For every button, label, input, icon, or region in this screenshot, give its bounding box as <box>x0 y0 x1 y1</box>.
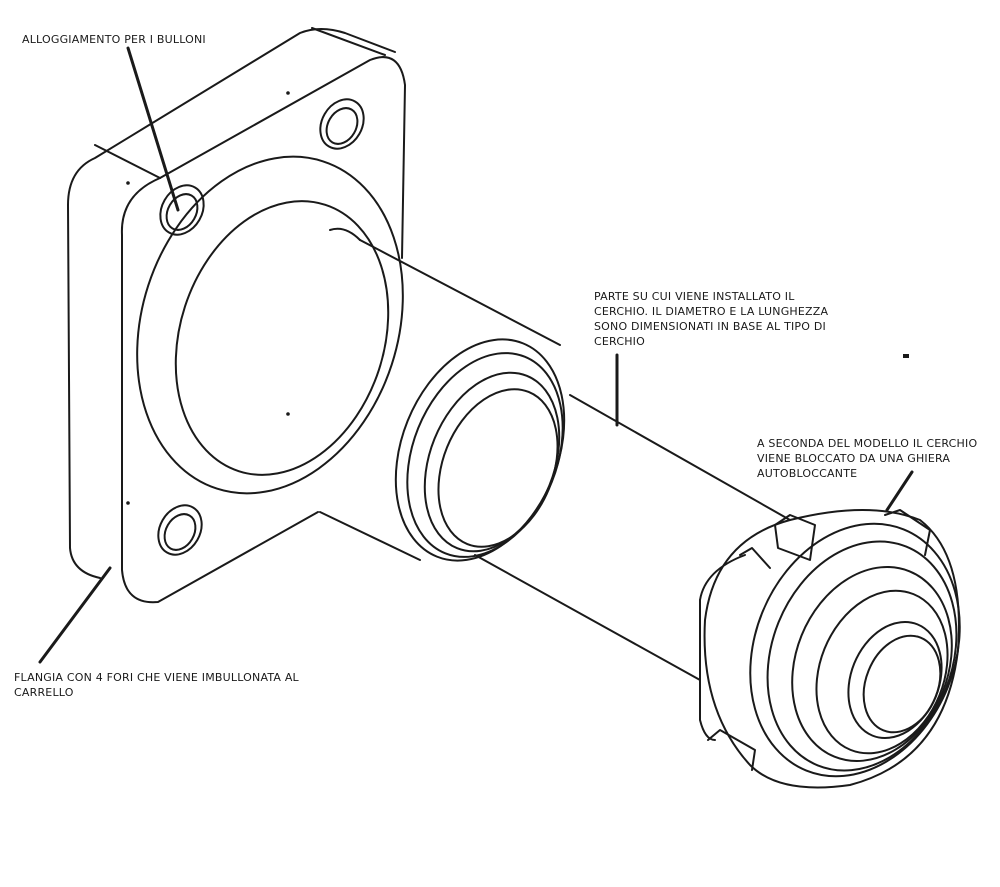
label-bolt-housing: ALLOGGIAMENTO PER I BULLONI <box>22 32 206 47</box>
label-flange: FLANGIA CON 4 FORI CHE VIENE IMBULLONATA… <box>14 670 299 700</box>
label-shaft-line-2: CERCHIO. IL DIAMETRO E LA LUNGHEZZA <box>594 305 829 318</box>
shoulder-rings <box>394 338 566 562</box>
lock-nut <box>699 509 961 789</box>
label-lock-nut-line-1: A SECONDA DEL MODELLO IL CERCHIO <box>757 437 978 450</box>
label-shaft-line-4: CERCHIO <box>594 335 645 348</box>
leader-lines <box>38 46 914 664</box>
label-shaft-line-1: PARTE SU CUI VIENE INSTALLATO IL <box>594 290 795 303</box>
label-flange-line-2: CARRELLO <box>14 686 74 699</box>
label-shaft-line-3: SONO DIMENSIONATI IN BASE AL TIPO DI <box>594 320 826 333</box>
flange-plate <box>67 27 406 604</box>
label-flange-line-1: FLANGIA CON 4 FORI CHE VIENE IMBULLONATA… <box>14 671 299 684</box>
main-cylinder <box>319 227 561 561</box>
label-lock-nut: A SECONDA DEL MODELLO IL CERCHIO VIENE B… <box>757 436 977 481</box>
leader-lock-nut <box>885 470 914 512</box>
bolt-hole-top-right <box>319 98 365 150</box>
label-lock-nut-line-3: AUTOBLOCCANTE <box>757 467 858 480</box>
leader-bolt-housing <box>126 46 180 212</box>
bolt-hole-top-left <box>159 184 205 236</box>
surface-dots <box>126 91 909 505</box>
leader-flange <box>38 566 112 664</box>
shaft <box>474 394 791 681</box>
label-bolt-housing-text: ALLOGGIAMENTO PER I BULLONI <box>22 33 206 46</box>
bolt-holes <box>157 98 365 556</box>
bolt-hole-bottom-left <box>157 504 203 556</box>
label-lock-nut-line-2: VIENE BLOCCATO DA UNA GHIERA <box>757 452 951 465</box>
label-shaft: PARTE SU CUI VIENE INSTALLATO IL CERCHIO… <box>594 289 828 349</box>
